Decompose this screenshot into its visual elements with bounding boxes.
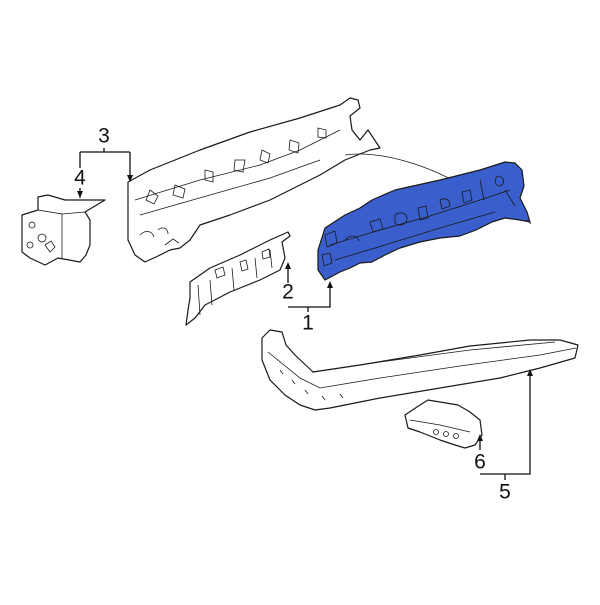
callout-4[interactable]: 4 xyxy=(74,166,86,190)
part-rocker-sill[interactable] xyxy=(261,329,579,411)
callout-3[interactable]: 3 xyxy=(98,124,110,148)
part-highlighted-apron-reinforcement[interactable] xyxy=(317,161,532,281)
part-sill-bracket[interactable] xyxy=(404,399,483,449)
leader-lines xyxy=(77,148,533,480)
callout-2[interactable]: 2 xyxy=(282,280,294,304)
callout-1[interactable]: 1 xyxy=(302,311,314,335)
callout-5[interactable]: 5 xyxy=(499,480,511,504)
part-bracket[interactable] xyxy=(21,194,106,266)
callout-6[interactable]: 6 xyxy=(474,450,486,474)
part-inner-panel[interactable] xyxy=(185,231,291,326)
